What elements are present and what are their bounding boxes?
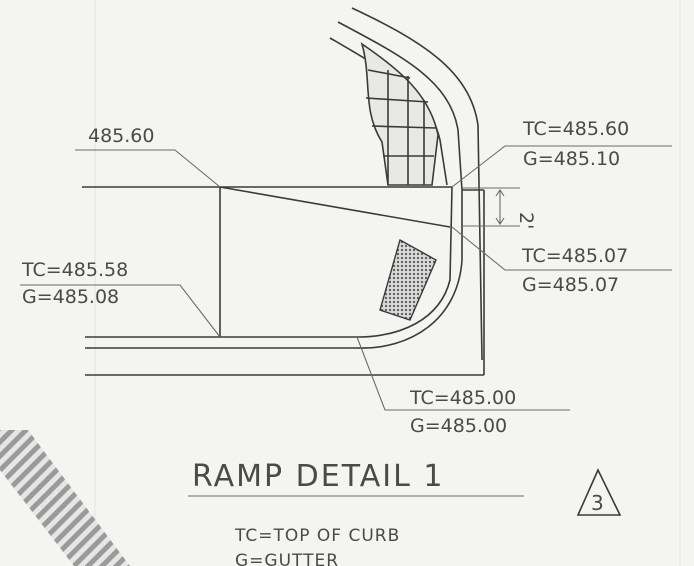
tc-label-left: TC=485.58 <box>21 259 128 281</box>
g-label-right-mid: G=485.07 <box>522 274 619 296</box>
dimension-2ft <box>462 187 520 227</box>
tc-label-bottom: TC=485.00 <box>409 387 516 409</box>
brick-pavers <box>360 42 439 186</box>
g-label-right-top: G=485.10 <box>523 148 620 170</box>
detail-title: RAMP DETAIL 1 <box>192 459 444 494</box>
sheet-marker-number: 3 <box>591 491 604 515</box>
dimension-label: 2' <box>515 212 537 229</box>
legend-g: G=GUTTER <box>235 551 339 566</box>
sheet-marker: 3 <box>576 468 622 516</box>
g-label-bottom: G=485.00 <box>410 415 507 437</box>
hatched-strip <box>0 430 130 566</box>
curb-lines <box>82 7 485 376</box>
leader-lines <box>20 145 672 411</box>
detectable-warning-pad <box>379 238 437 321</box>
legend-tc: TC=TOP OF CURB <box>234 526 400 546</box>
tc-label-right-mid: TC=485.07 <box>521 245 628 267</box>
tc-label-right-top: TC=485.60 <box>522 118 629 140</box>
elev-label-top-left: 485.60 <box>88 125 154 147</box>
g-label-left: G=485.08 <box>22 286 119 308</box>
